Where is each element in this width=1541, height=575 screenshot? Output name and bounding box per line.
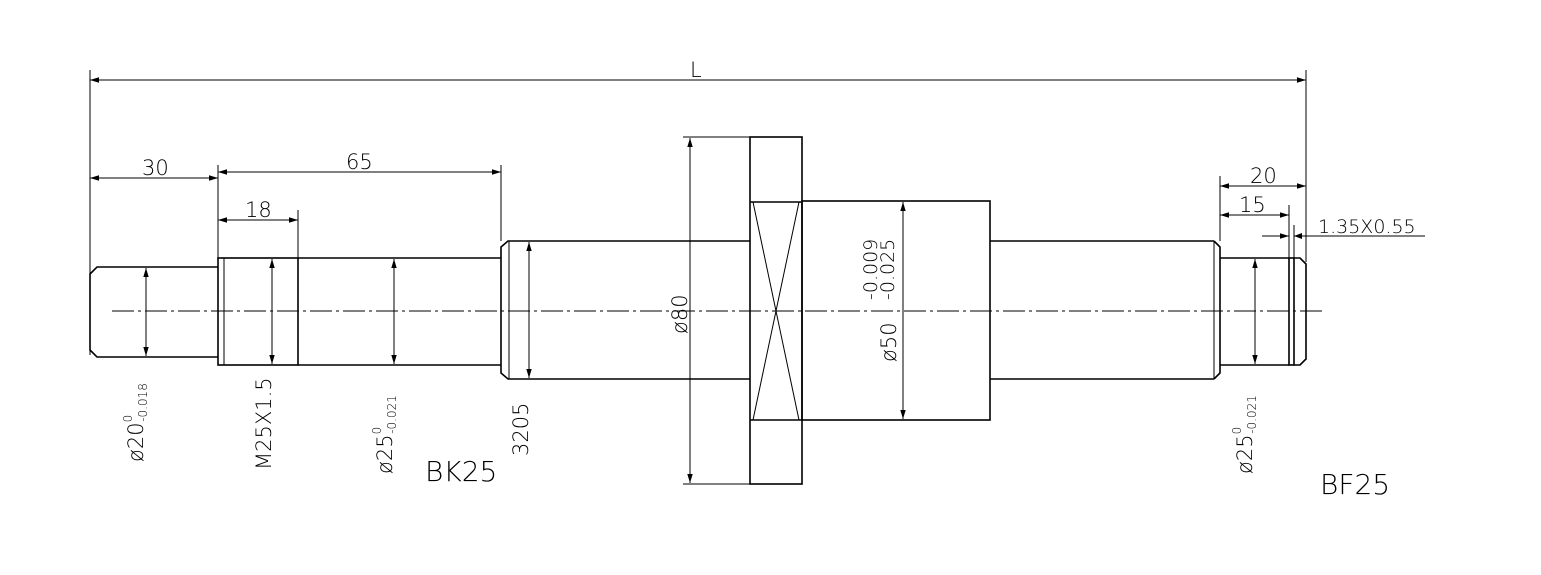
right-end-length-label: 20 <box>1250 164 1277 188</box>
fixed-support-label: BK25 <box>425 455 497 488</box>
diameter-symbol: ø25 <box>373 434 397 474</box>
nut-lower-tolerance: -0.025 <box>877 239 899 300</box>
upper-tolerance: 0 <box>121 415 135 423</box>
lower-tolerance: -0.021 <box>1245 395 1259 434</box>
groove-distance-label: 15 <box>1239 193 1266 217</box>
screw-spec: 3205 <box>509 403 533 456</box>
thread-spec: M25X1.5 <box>252 377 276 470</box>
right-journal-diameter: ø250-0.021 <box>1230 395 1259 474</box>
shaft-outline <box>89 240 1307 380</box>
lower-tolerance: -0.018 <box>136 383 150 422</box>
svg-text:ø250-0.021: ø250-0.021 <box>370 395 399 474</box>
lower-tolerance: -0.021 <box>385 395 399 434</box>
thread-length-label: 18 <box>245 198 272 222</box>
upper-tolerance: 0 <box>370 427 384 435</box>
nut-upper-tolerance: -0.009 <box>860 239 882 300</box>
horizontal-dimensions <box>89 70 1425 355</box>
thread-to-screw-label: 65 <box>346 150 373 174</box>
overall-length-label: L <box>690 58 702 82</box>
nut-diameter: ø50 <box>877 322 901 362</box>
diameter-symbol: ø25 <box>1233 434 1257 474</box>
left-end-length-label: 30 <box>142 156 169 180</box>
nut-tolerance: -0.009 -0.025 <box>860 239 899 300</box>
thread-label: M25X1.5 <box>252 377 276 470</box>
diameter-symbol: ø20 <box>124 422 148 462</box>
left-journal-diameter: ø250-0.021 <box>370 395 399 474</box>
vertical-dimensions <box>143 136 1258 485</box>
floating-support-label: BF25 <box>1320 468 1390 501</box>
flange-label: ø80 <box>668 294 692 334</box>
flange-diameter: ø80 <box>668 294 692 334</box>
svg-text:ø200-0.018: ø200-0.018 <box>121 383 150 462</box>
left-end-diameter: ø200-0.018 <box>121 383 150 462</box>
upper-tolerance: 0 <box>1230 427 1244 435</box>
groove-spec-label: 1.35X0.55 <box>1318 216 1416 238</box>
screw-label: 3205 <box>509 403 533 456</box>
nut-diameter-symbol: ø50 <box>877 322 901 362</box>
svg-text:ø250-0.021: ø250-0.021 <box>1230 395 1259 474</box>
